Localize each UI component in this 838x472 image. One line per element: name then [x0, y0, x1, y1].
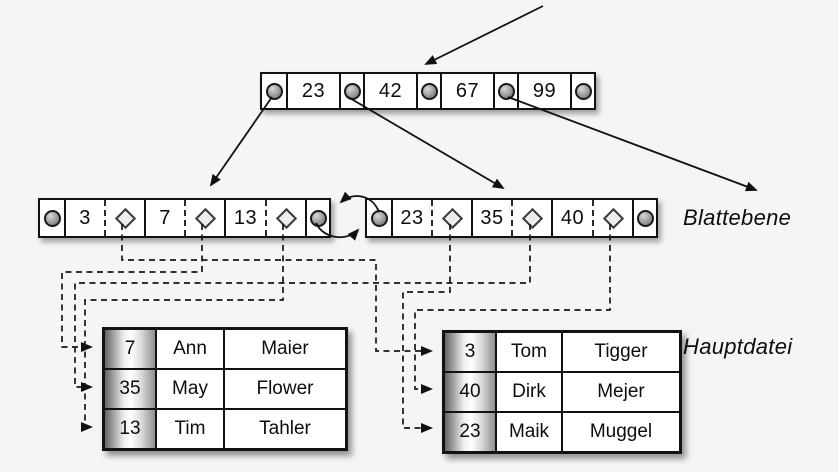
record-pointer-diamond-icon	[521, 207, 543, 229]
record-pointer-diamond-icon	[441, 207, 463, 229]
root-key: 67	[455, 79, 480, 102]
table-cell: Maier	[225, 330, 345, 368]
leaf-node-right: 23 35 40	[365, 198, 658, 238]
record-pointer-diamond-icon	[275, 207, 297, 229]
record-pointer-cell	[104, 200, 144, 236]
node-pointer-icon	[370, 209, 388, 227]
key-cell: 99	[517, 74, 570, 108]
record-pointer-cell	[265, 200, 305, 236]
pointer-cell	[40, 200, 64, 236]
record-pointer-diamond-icon	[194, 207, 216, 229]
record-pointer-cell	[184, 200, 224, 236]
table-cell: Dirk	[497, 373, 561, 411]
key-cell: 23	[286, 74, 339, 108]
table-cell-key: 40	[445, 373, 495, 411]
table-cell: Ann	[157, 330, 223, 368]
key-cell: 35	[471, 200, 511, 236]
table-cell-key: 13	[105, 410, 155, 448]
pointer-cell	[570, 74, 594, 108]
node-pointer-icon	[420, 82, 438, 100]
node-pointer-icon	[309, 209, 327, 227]
key-cell: 40	[551, 200, 592, 236]
leaf-key: 3	[79, 206, 91, 229]
key-cell: 7	[144, 200, 184, 236]
leaf-key: 35	[480, 206, 504, 229]
node-pointer-icon	[574, 82, 592, 100]
node-pointer-icon	[343, 82, 361, 100]
leaf-node-left: 3 7 13	[38, 198, 331, 238]
record-pointer-diamond-icon	[602, 207, 624, 229]
leaf-key: 7	[159, 206, 171, 229]
pointer-cell	[262, 74, 286, 108]
arrow-root-to-left-leaf	[209, 96, 273, 187]
key-cell: 13	[224, 200, 265, 236]
table-cell: Maik	[497, 413, 561, 451]
record-pointer-cell	[511, 200, 551, 236]
pointer-cell	[493, 74, 517, 108]
record-table-right: 3 Tom Tigger 40 Dirk Mejer 23 Maik Mugge…	[442, 330, 682, 454]
table-cell: Mejer	[563, 373, 679, 411]
record-pointer-diamond-icon	[114, 207, 136, 229]
node-pointer-icon	[497, 82, 515, 100]
record-pointer-cell	[431, 200, 471, 236]
arrow-root-to-right-leaf	[347, 96, 505, 190]
node-pointer-icon	[636, 209, 654, 227]
key-cell: 3	[64, 200, 104, 236]
pointer-cell	[632, 200, 656, 236]
table-cell-key: 35	[105, 370, 155, 408]
table-cell: Tim	[157, 410, 223, 448]
label-leaf-level: Blattebene	[683, 205, 792, 230]
root-node: 23 42 67 99	[260, 72, 596, 110]
table-cell: Tahler	[225, 410, 345, 448]
leaf-key: 40	[560, 206, 585, 229]
arrow-root-to-offscreen-leaf	[507, 96, 758, 192]
leaf-key: 13	[233, 206, 258, 229]
key-cell: 23	[391, 200, 431, 236]
pointer-cell	[367, 200, 391, 236]
pointer-cell	[339, 74, 363, 108]
table-cell: Tom	[497, 333, 561, 371]
pointer-cell	[416, 74, 440, 108]
arrow-into-root	[424, 5, 544, 65]
record-table-left: 7 Ann Maier 35 May Flower 13 Tim Tahler	[102, 327, 348, 451]
table-cell: Tigger	[563, 333, 679, 371]
root-key: 23	[301, 79, 326, 102]
root-key: 42	[378, 79, 403, 102]
table-cell: May	[157, 370, 223, 408]
table-cell-key: 23	[445, 413, 495, 451]
pointer-cell	[305, 200, 329, 236]
node-pointer-icon	[265, 82, 283, 100]
key-cell: 67	[440, 74, 493, 108]
root-key: 99	[532, 79, 557, 102]
key-cell: 42	[363, 74, 416, 108]
label-main-file: Hauptdatei	[683, 334, 793, 359]
table-cell-key: 7	[105, 330, 155, 368]
table-cell: Muggel	[563, 413, 679, 451]
record-pointer-cell	[592, 200, 632, 236]
node-pointer-icon	[43, 209, 61, 227]
table-cell-key: 3	[445, 333, 495, 371]
table-cell: Flower	[225, 370, 345, 408]
leaf-key: 23	[400, 206, 424, 229]
